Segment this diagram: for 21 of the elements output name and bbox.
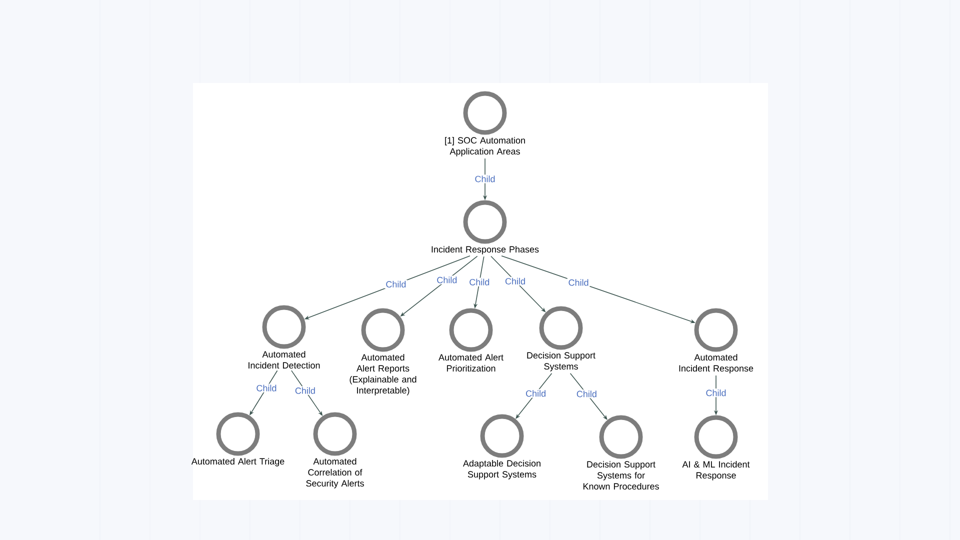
node-label: Automated Correlation of Security Alerts [306,458,364,488]
edge-label: Child [575,390,598,398]
node-label: Incident Response Phases [432,246,539,254]
edge-label: Child [255,384,278,392]
node-label: Decision Support Systems for Known Procedures [583,460,659,490]
node-label: Automated Alert Prioritization [438,354,504,372]
node-label: Adaptable Decision Support Systems [463,460,540,480]
edge-label: Child [436,276,458,284]
node-label: Decision Support Systems [527,352,596,372]
node-label: Automated Incident Detection [248,350,320,369]
arrow [570,372,608,420]
node-label: Automated Alert Triage [191,458,284,466]
edge-label: Child [524,389,548,398]
edge-label: Child [474,174,496,184]
node-label: Automated Incident Response [679,354,754,374]
edge-label: Child [567,278,590,287]
node-label: [1] SOC Automation Application Areas [445,136,525,156]
edge-label: Child [704,388,728,398]
node-label: AI & ML Incident Response [682,460,750,480]
node-label: Automated Alert Reports (Explainable and Interpretable) [350,354,416,396]
edge-label: Child [468,278,491,286]
